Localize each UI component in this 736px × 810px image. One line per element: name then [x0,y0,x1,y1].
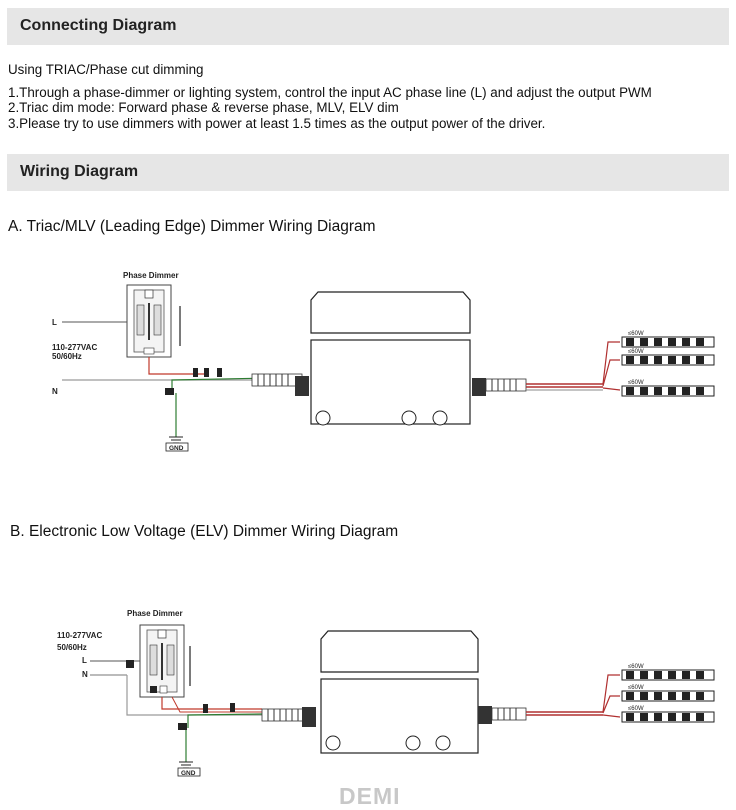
diagram-b-freq-label: 50/60Hz [57,643,87,652]
diagram-a-neutral-label: N [52,387,58,396]
diagram-b-load-rating-2: ≤60W [628,685,644,691]
diagram-b-line-label: L [82,656,87,665]
diagram-b-voltage-label: 110-277VAC [57,631,102,640]
note-2: 2.Triac dim mode: Forward phase & revers… [8,100,399,115]
diagram-a-line-label: L [52,318,57,327]
diagram-a-dimmer [126,284,181,358]
diagram-b-line-connector [126,660,134,668]
note-3: 3.Please try to use dimmers with power a… [8,116,546,131]
diagram-b-load-rating-3: ≤60W [628,706,644,712]
diagram-a-output-cable [472,378,527,396]
connecting-section-title: Connecting Diagram [20,17,177,34]
diagram-a-input-cable [251,373,309,396]
diagram-b-title: B. Electronic Low Voltage (ELV) Dimmer W… [10,523,399,540]
diagram-a-load-rating-2: ≤60W [628,349,644,355]
wiring-section-title: Wiring Diagram [20,163,139,180]
diagram-b-ground-symbol [177,761,201,777]
diagram-a-freq-label: 50/60Hz [52,352,82,361]
diagram-a-gnd-label: GND [169,445,184,452]
diagram-a-led-load-3 [621,385,715,397]
diagram-a-load-rating-3: ≤60W [628,380,644,386]
diagram-b-load-rating-1: ≤60W [628,664,644,670]
diagram-b-gnd-label: GND [181,770,196,777]
diagram-b-dimmer [139,624,191,698]
diagram-a-dimmer-label: Phase Dimmer [123,271,179,280]
diagram-b-live-wire [161,697,262,710]
dimming-intro: Using TRIAC/Phase cut dimming [8,62,204,77]
diagram-b-dim-wire [171,696,262,713]
diagram-b-driver [320,630,479,754]
diagram-a-wire-connector [165,368,222,395]
diagram-a-voltage-label: 110-277VAC [52,343,97,352]
diagram-b-neutral-label: N [82,670,88,679]
diagram-b-output-cable [478,706,527,724]
connecting-section-header: Connecting Diagram [7,8,729,45]
note-1: 1.Through a phase-dimmer or lighting sys… [8,85,652,100]
watermark-logo: DEMI [339,783,401,809]
diagram-a-led-load-1 [621,336,715,348]
diagram-a-output-wires [526,341,621,391]
wiring-section-header: Wiring Diagram [7,154,729,191]
diagram-b-wire-connector [178,703,235,730]
diagram-b-input-cable [261,707,316,727]
diagram-a-ground-symbol [165,436,189,452]
diagram-a-live-wire [148,357,205,375]
diagram-b-dimmer-label: Phase Dimmer [127,609,183,618]
diagram-a-driver [310,291,471,426]
diagram-a-load-rating-1: ≤60W [628,331,644,337]
diagram-b-ground-wire [187,713,263,728]
diagram-b-output-wires [526,674,621,718]
diagram-b-led-load-3 [621,711,715,723]
diagram-a-led-load-2 [621,354,715,366]
diagram-b-led-load-1 [621,669,715,681]
diagram-b-led-load-2 [621,690,715,702]
diagram-a-title: A. Triac/MLV (Leading Edge) Dimmer Wirin… [8,218,376,235]
